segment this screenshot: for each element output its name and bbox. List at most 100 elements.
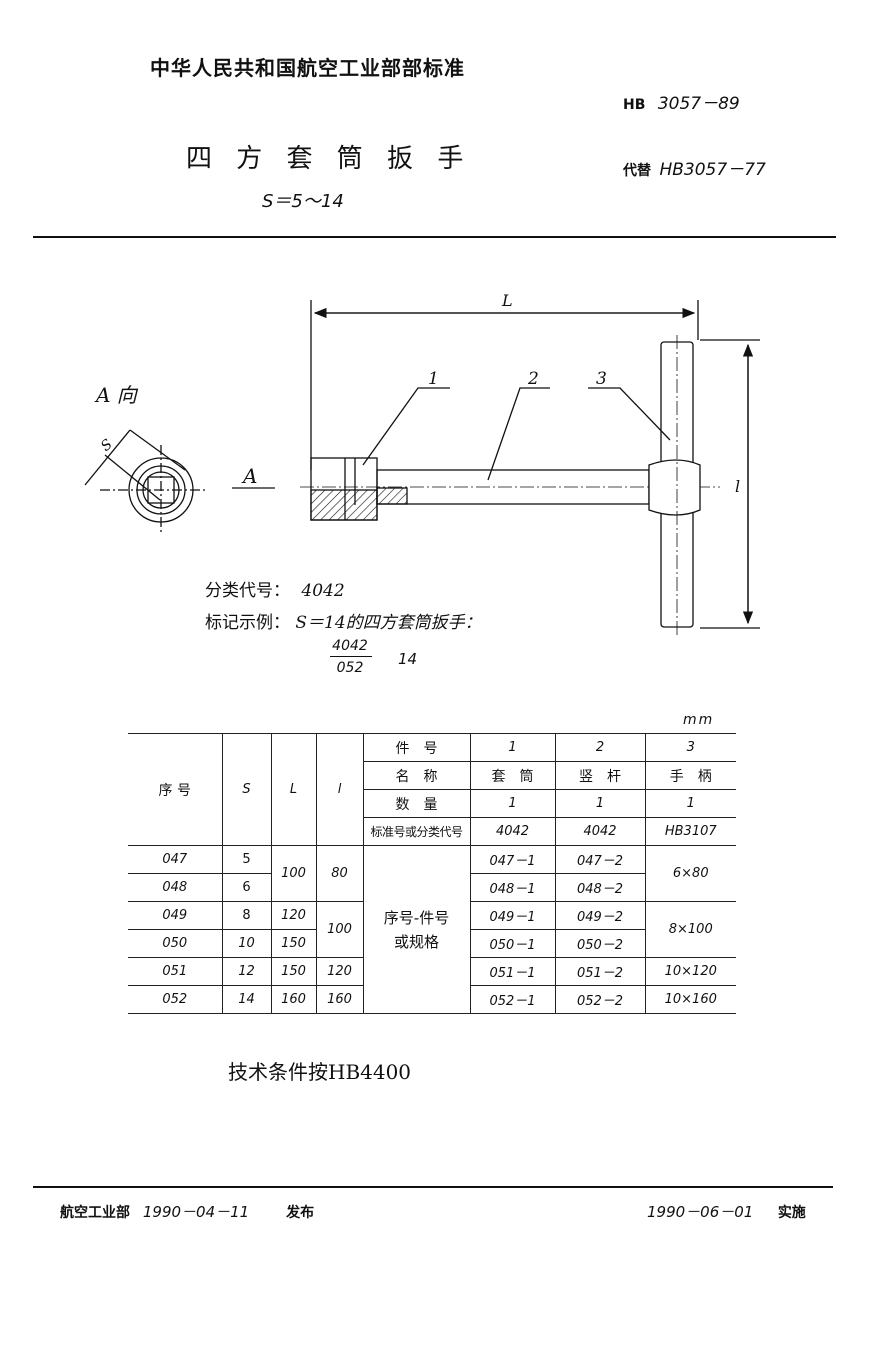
part-name-2: 竖 杆	[554, 761, 645, 790]
marking-text: S＝14的四方套筒扳手：	[295, 613, 482, 633]
part-3-label: 3	[596, 369, 607, 389]
p3-cell: 6×80	[644, 845, 736, 902]
header-rule	[33, 236, 836, 238]
s-cell: 5	[221, 845, 271, 874]
L-cell: 150	[270, 929, 316, 958]
issue-date: 1990－04－11	[142, 1203, 250, 1221]
table-row: 序 号 S L l 件 号 1 2 3	[128, 733, 736, 846]
document-title: 四 方 套 筒 扳 手	[186, 144, 472, 174]
p3-cell: 10×120	[644, 957, 736, 986]
std-code-2: 4042	[554, 817, 645, 846]
p1-cell: 049－1	[469, 901, 555, 930]
arrow-label: A	[241, 464, 257, 488]
seq-cell: 049	[128, 901, 222, 930]
part-name-1: 套 筒	[469, 761, 555, 790]
p1-cell: 051－1	[469, 957, 555, 986]
class-code: 4042	[301, 581, 345, 601]
p2-cell: 050－2	[554, 929, 645, 958]
s-cell: 14	[221, 985, 271, 1014]
s-cell: 6	[221, 873, 271, 902]
s-cell: 10	[221, 929, 271, 958]
std-code-1: 4042	[469, 817, 555, 846]
org-title: 中华人民共和国航空工业部部标准	[150, 56, 465, 80]
issue-word: 发布	[286, 1205, 315, 1221]
L-cell: 100	[270, 845, 316, 902]
part-no-3: 3	[644, 733, 736, 762]
spec-table: 序 号 S L l 件 号 1 2 3 名 称 套 筒 竖 杆 手 柄 数 量 …	[128, 733, 736, 1014]
meta-name: 名 称	[362, 761, 470, 790]
std-code-3: HB3107	[644, 817, 736, 846]
part-2-label: 2	[527, 369, 539, 389]
p2-cell: 048－2	[554, 873, 645, 902]
effective-date: 1990－06－01	[647, 1203, 754, 1221]
replaces-number: HB3057－77	[659, 160, 766, 180]
merged-spec-line: 序号-件号	[383, 908, 450, 927]
header-S: S	[221, 733, 271, 846]
seq-cell: 052	[128, 985, 222, 1014]
marking-label: 标记示例：	[205, 613, 290, 633]
wrench-drawing: A 向 S A L l 1 2 3	[84, 291, 760, 635]
p2-cell: 049－2	[554, 901, 645, 930]
replaces-prefix: 代替	[623, 163, 651, 179]
table-row: 048 6 048－1 048－2	[128, 873, 736, 902]
issue-line: 航空工业部 1990－04－11 发布	[60, 1201, 314, 1222]
p3-cell: 8×100	[644, 901, 736, 958]
meta-qty: 数 量	[362, 789, 470, 818]
merged-spec-cell: 序号-件号或规格	[362, 845, 470, 1014]
fraction-denominator: 052	[336, 660, 364, 676]
standard-prefix: HB	[623, 97, 646, 113]
p2-cell: 052－2	[554, 985, 645, 1014]
seq-cell: 050	[128, 929, 222, 958]
size-range: S＝5～14	[262, 191, 344, 212]
L-cell: 150	[270, 957, 316, 986]
unit-label: mm	[683, 712, 715, 728]
dim-L-label: L	[501, 291, 513, 310]
qty-1: 1	[469, 789, 555, 818]
qty-2: 1	[554, 789, 645, 818]
fraction-numerator: 4042	[332, 638, 368, 654]
seq-cell: 047	[128, 845, 222, 874]
merged-spec-line: 或规格	[393, 932, 439, 951]
p1-cell: 047－1	[469, 845, 555, 874]
fraction-suffix: 14	[398, 650, 418, 668]
view-label: A 向	[94, 383, 139, 407]
part-name-3: 手 柄	[644, 761, 736, 790]
table-row: 标准号或分类代号 4042 4042 HB3107	[128, 817, 736, 846]
p1-cell: 048－1	[469, 873, 555, 902]
effective-line: 1990－06－01 实施	[647, 1201, 806, 1222]
table-row: 名 称 套 筒 竖 杆 手 柄	[128, 761, 736, 790]
l-cell: 100	[315, 901, 363, 958]
L-cell: 160	[270, 985, 316, 1014]
replaces-id: 代替 HB3057－77	[623, 155, 766, 180]
class-code-line: 分类代号： 4042	[205, 576, 345, 601]
marking-line: 标记示例： S＝14的四方套筒扳手：	[205, 608, 482, 633]
meta-part-no: 件 号	[362, 733, 470, 762]
tech-condition: 技术条件按HB4400	[228, 1060, 412, 1084]
header-seq: 序 号	[128, 733, 222, 846]
table-row: 047 5 100 80 序号-件号或规格 047－1 047－2 6×80	[128, 845, 736, 1014]
footer-rule	[33, 1186, 833, 1188]
end-view	[84, 429, 205, 535]
table-row: 052 14 160 160 052－1 052－2 10×160	[128, 985, 736, 1014]
class-label: 分类代号：	[205, 581, 290, 601]
p1-cell: 052－1	[469, 985, 555, 1014]
dim-l-label: l	[735, 477, 740, 496]
l-cell: 80	[315, 845, 363, 902]
header-l: l	[315, 733, 363, 846]
table-row: 051 12 150 120 051－1 051－2 10×120	[128, 957, 736, 986]
part-1-label: 1	[428, 369, 439, 389]
table-row: 049 8 120 100 049－1 049－2 8×100	[128, 901, 736, 958]
L-cell: 120	[270, 901, 316, 930]
fraction-bar	[330, 656, 372, 657]
table-row: 050 10 150 050－1 050－2	[128, 929, 736, 958]
effective-word: 实施	[777, 1205, 806, 1221]
meta-std: 标准号或分类代号	[362, 817, 470, 846]
qty-3: 1	[644, 789, 736, 818]
s-cell: 8	[221, 901, 271, 930]
header-L: L	[270, 733, 316, 846]
p3-cell: 10×160	[644, 985, 736, 1014]
part-no-2: 2	[554, 733, 645, 762]
standard-number: 3057－89	[657, 94, 740, 114]
l-cell: 120	[315, 957, 363, 986]
p2-cell: 047－2	[554, 845, 645, 874]
